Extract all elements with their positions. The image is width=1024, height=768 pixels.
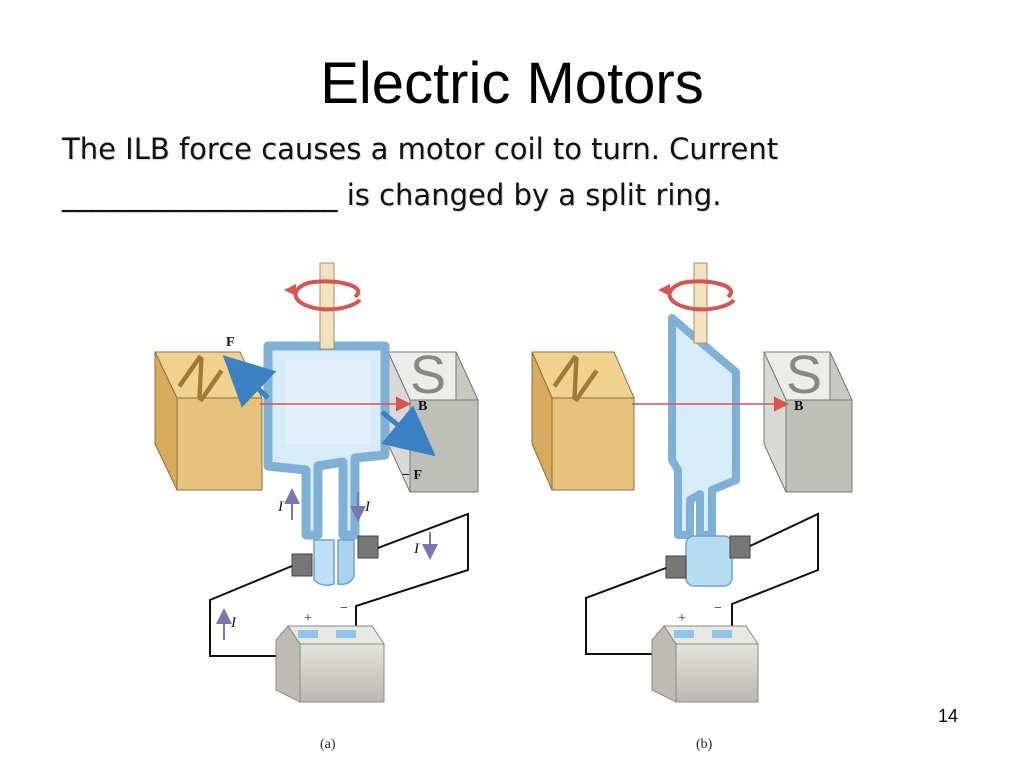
subtitle-line-2: ___________________ is changed by a spli… [62, 172, 942, 218]
battery-minus-label-b: − [714, 601, 722, 616]
page-number: 14 [938, 706, 959, 726]
coil-a [263, 341, 390, 540]
shaft-a [319, 262, 335, 350]
force-arrow-down [380, 405, 436, 457]
subtitle-line-2-text: is changed by a split ring. [337, 178, 722, 212]
south-label-b: S [786, 345, 822, 405]
coil-b [668, 314, 740, 539]
battery-plus-label-b: + [678, 611, 686, 626]
figure-a: N S B F [154, 262, 479, 752]
north-magnet-b: N [531, 343, 635, 491]
rotation-arrowhead-icon [284, 284, 296, 296]
subtitle-line-1: The ILB force causes a motor coil to tur… [62, 132, 779, 166]
current-label-3: I [413, 541, 420, 557]
split-ring-commutator [291, 535, 379, 587]
fill-in-blank: ___________________ [62, 178, 338, 212]
battery-minus-label: − [340, 601, 348, 616]
battery-b: + − [651, 601, 759, 703]
caption-b: (b) [696, 737, 713, 752]
neg-force-label: − F [402, 468, 422, 483]
field-label-a: B [418, 399, 427, 414]
commutator-b [665, 535, 751, 587]
south-label: S [410, 345, 446, 405]
slide-title: Electric Motors [320, 51, 704, 116]
current-label-4: I [230, 615, 237, 631]
circuit-wire-right-b [726, 512, 819, 629]
battery-a: + − [275, 601, 385, 703]
field-label-b: B [794, 399, 803, 414]
current-label-2: I [364, 499, 371, 515]
battery-plus-label: + [304, 611, 312, 626]
rotation-arrowhead-b-icon [658, 284, 670, 296]
shaft-b [693, 262, 708, 344]
force-arrow-up [222, 355, 277, 408]
north-magnet: N [154, 343, 263, 491]
figure-b: N S B [531, 262, 853, 752]
force-label: F [226, 335, 235, 350]
south-magnet-b: S [763, 345, 853, 493]
slide-subtitle: The ILB force causes a motor coil to tur… [62, 126, 942, 218]
current-label-1: I [277, 499, 284, 515]
caption-a: (a) [320, 737, 336, 752]
circuit-wire-right [350, 512, 469, 629]
